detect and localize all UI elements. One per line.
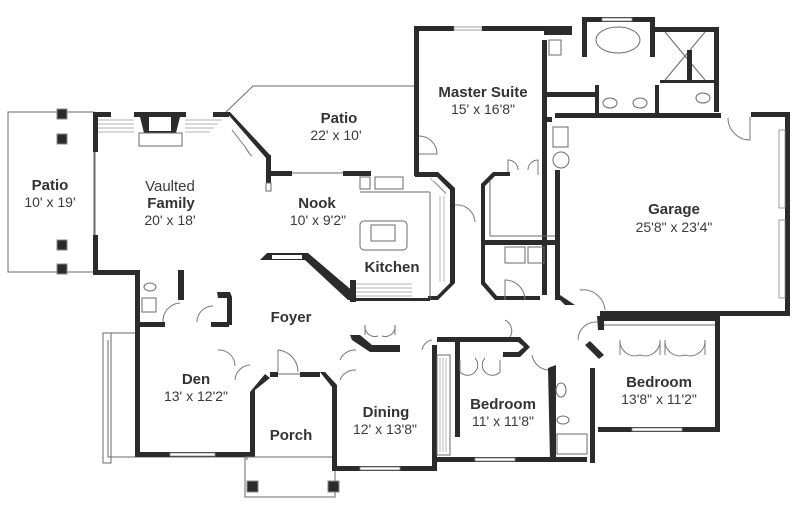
room-dims-bedroom-3: 13'8" x 11'2" (621, 391, 697, 407)
toilet-icon (143, 282, 157, 292)
master-bath (547, 17, 721, 118)
room-dims-nook: 10' x 9'2" (290, 212, 346, 228)
water-heater-icon (552, 126, 569, 148)
half-bath (135, 270, 232, 327)
room-dims-patio-rear: 22' x 10' (310, 127, 361, 143)
kitchen-area (260, 172, 476, 302)
closet-door-icon (664, 339, 706, 357)
porch-area (244, 349, 357, 498)
master-suite-walls (414, 26, 572, 176)
room-label-kitchen: Kitchen (364, 259, 419, 276)
room-label-bedroom-2: Bedroom (470, 396, 536, 413)
door-swing-icon (727, 117, 751, 141)
room-label-nook: Nook (298, 195, 336, 212)
family-room-walls (93, 112, 272, 275)
room-label-dining: Dining (363, 404, 410, 421)
room-label-foyer: Foyer (271, 309, 312, 326)
door-swing-icon (454, 204, 476, 223)
room-dims-dining: 12' x 13'8" (353, 421, 417, 437)
patio-post-icon (56, 239, 68, 251)
room-dims-den: 13' x 12'2" (164, 388, 228, 404)
patio-post-icon (56, 108, 68, 120)
washer-icon (504, 246, 526, 264)
bathtub-icon (556, 433, 588, 455)
coat-closet-door-icon (364, 324, 396, 337)
bathtub-icon (595, 26, 641, 54)
room-dims-family: 20' x 18' (144, 212, 195, 228)
porch-post-icon (327, 480, 340, 493)
patio-post-icon (56, 263, 68, 275)
garage-walls (542, 112, 790, 316)
fireplace-icon (98, 117, 222, 147)
sink-icon (632, 97, 648, 109)
room-dims-garage: 25'8" x 23'4" (636, 219, 713, 235)
cooktop-icon (370, 224, 396, 242)
room-dims-bedroom-2: 11' x 11'8" (472, 413, 534, 429)
toilet-icon (556, 415, 570, 425)
room-dims-master-suite: 15' x 16'8" (451, 101, 515, 117)
room-label-garage: Garage (648, 201, 700, 218)
room-label-bedroom-3: Bedroom (626, 374, 692, 391)
sink-icon (602, 97, 618, 109)
den-walls (102, 327, 270, 464)
sink-icon (555, 382, 567, 398)
dryer-icon (527, 246, 545, 264)
room-label-den: Den (182, 371, 210, 388)
den-french-door-icon (217, 349, 251, 381)
patio-rear-area (225, 85, 415, 176)
porch-post-icon (246, 480, 259, 493)
closet-door-icon (619, 339, 661, 357)
door-swing-icon (418, 135, 438, 155)
dining-walls (332, 324, 451, 471)
room-prefix-family: Vaulted (145, 178, 195, 195)
toilet-icon (695, 92, 711, 104)
door-swing-icon (231, 129, 253, 157)
patio-left-area (7, 108, 95, 275)
room-label-master-suite: Master Suite (438, 84, 527, 101)
sink-icon (374, 176, 404, 190)
room-label-porch: Porch (270, 427, 313, 444)
room-dims-patio-left: 10' x 19' (24, 194, 75, 210)
room-label-patio-rear: Patio (321, 110, 358, 127)
room-label-patio-left: Patio (32, 177, 69, 194)
bedroom-walls (437, 316, 720, 463)
sink-icon (141, 297, 157, 313)
kitchen-island-icon (359, 220, 408, 251)
room-label-family: Family (147, 195, 195, 212)
front-door-icon (277, 349, 299, 373)
laundry-area (481, 170, 575, 305)
patio-post-icon (56, 133, 68, 145)
room-labels: Patio 10' x 19' Vaulted Family 20' x 18'… (24, 84, 712, 444)
